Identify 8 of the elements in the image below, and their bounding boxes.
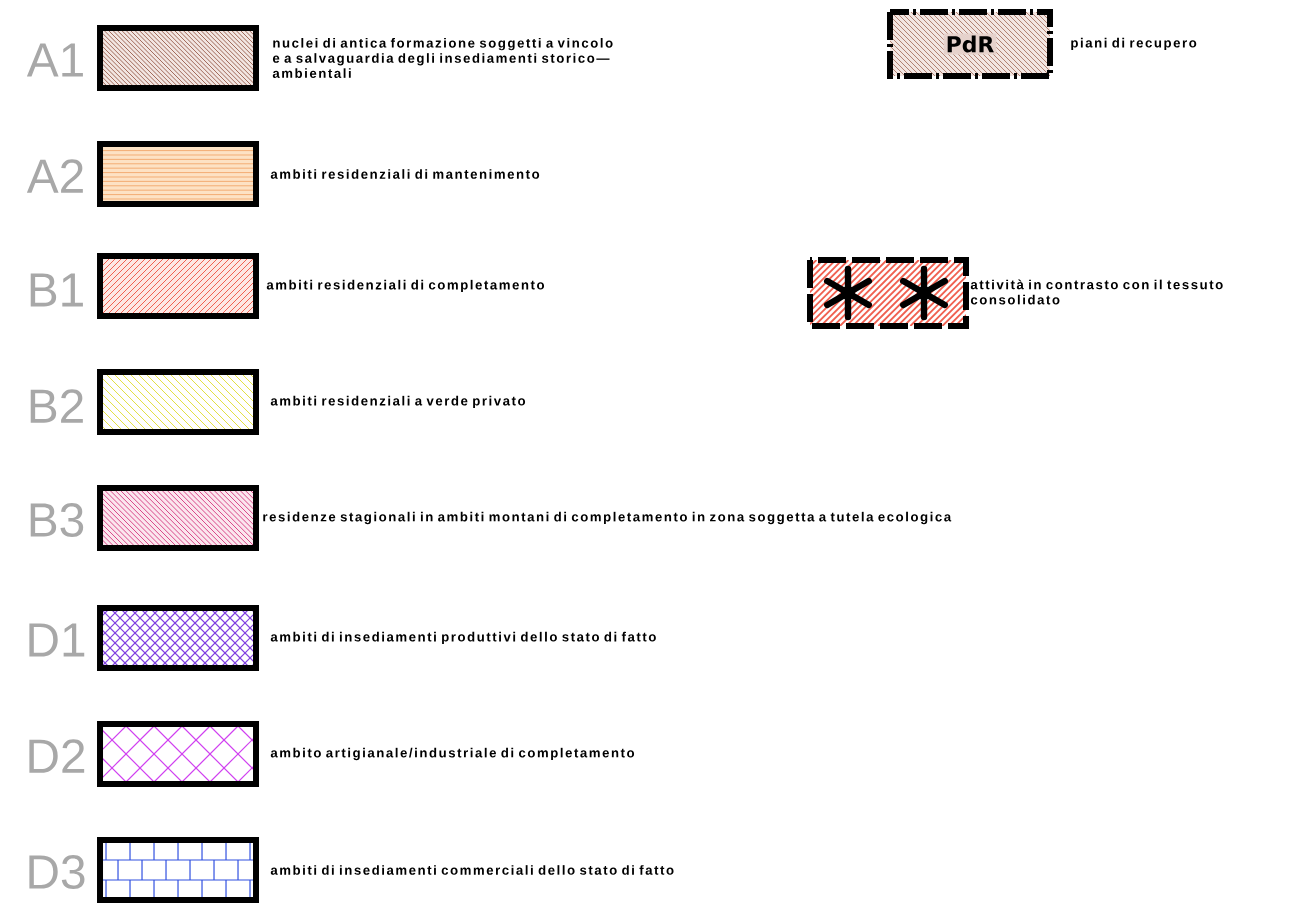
zone-code: D2 — [29, 739, 85, 773]
zone-code: B2 — [30, 389, 83, 423]
zone-code: D3 — [29, 855, 85, 889]
zone-code: A1 — [26, 43, 83, 77]
zone-code: D1 — [29, 623, 85, 657]
zone-code: A2 — [26, 159, 83, 193]
zone-code: B1 — [30, 273, 83, 307]
zone-code: B3 — [30, 503, 84, 537]
